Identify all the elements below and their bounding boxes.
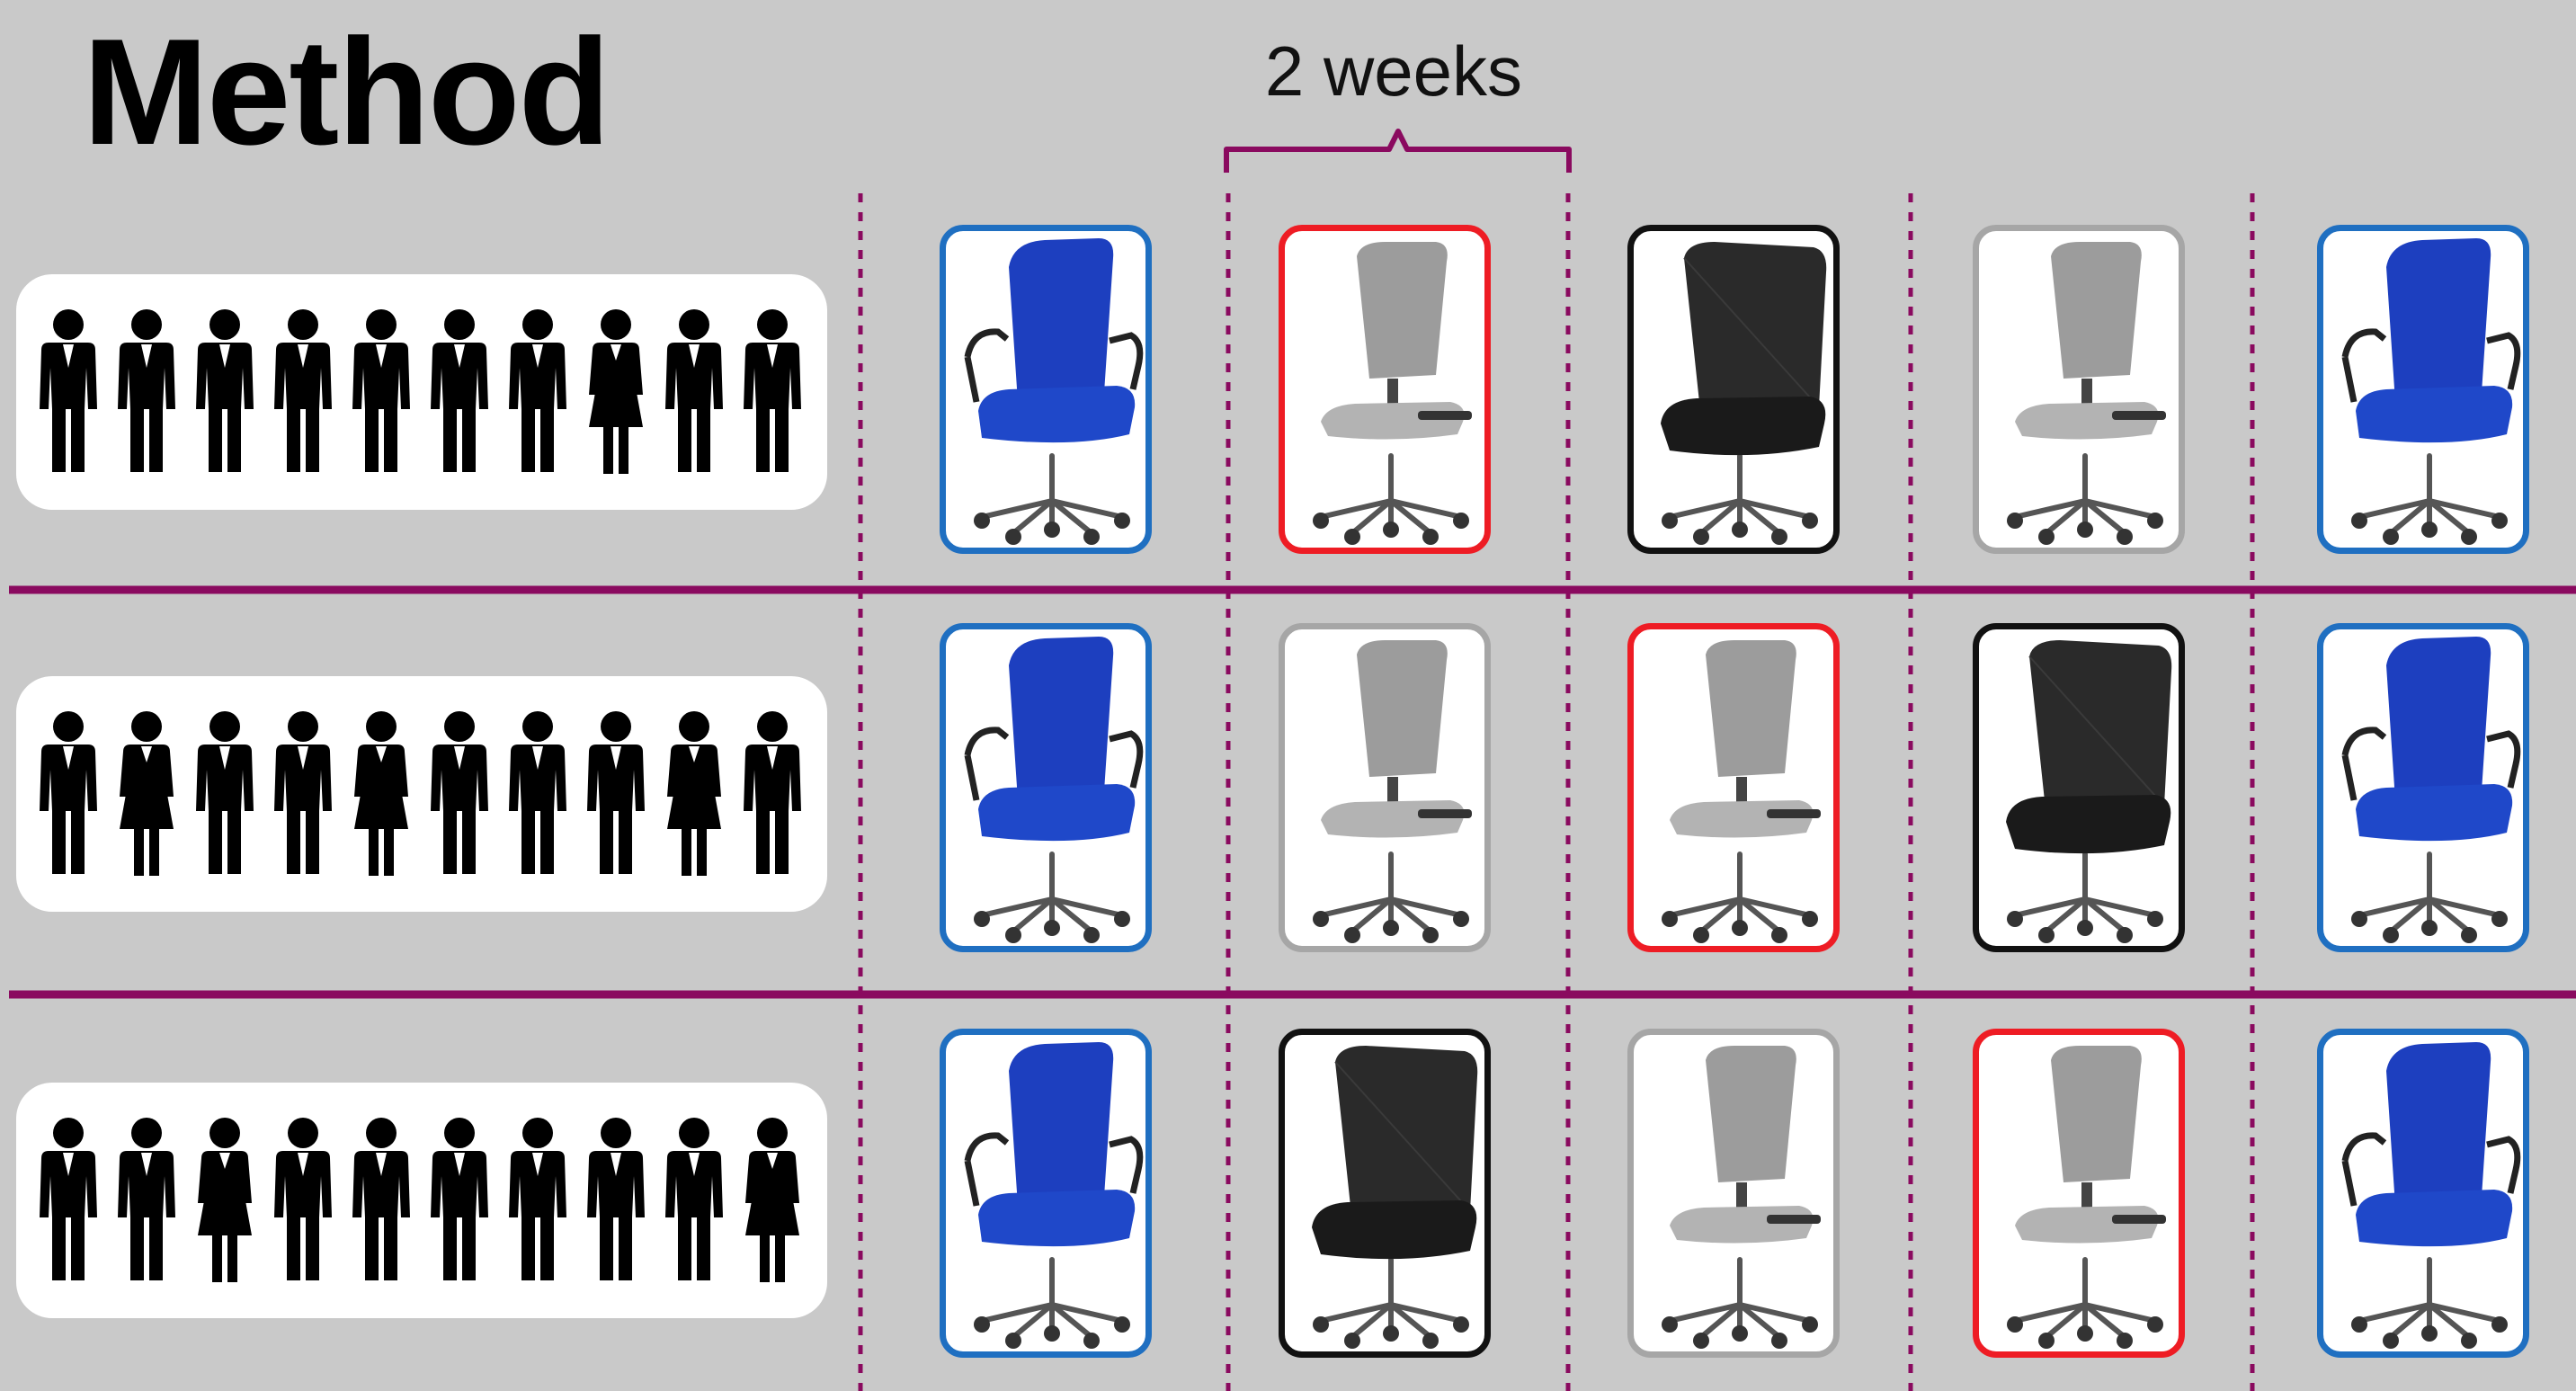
woman-icon bbox=[354, 711, 408, 876]
man-icon bbox=[196, 711, 254, 874]
man-icon bbox=[274, 711, 332, 874]
man-icon bbox=[196, 309, 254, 472]
participant-group bbox=[16, 1083, 827, 1318]
blue-chair-icon bbox=[964, 238, 1144, 545]
period-label: 2 weeks bbox=[1264, 31, 1523, 111]
man-icon bbox=[40, 1118, 97, 1280]
chair-card bbox=[940, 1029, 1152, 1358]
chair-card bbox=[1279, 1029, 1491, 1358]
man-icon bbox=[509, 711, 566, 874]
participant-group bbox=[16, 676, 827, 912]
page-title: Method bbox=[83, 7, 611, 176]
man-icon bbox=[431, 1118, 488, 1280]
gray-chair-icon bbox=[2007, 1046, 2166, 1349]
chair-card bbox=[940, 225, 1152, 554]
woman-icon bbox=[667, 711, 721, 876]
man-icon bbox=[665, 309, 723, 472]
blue-chair-icon bbox=[2341, 1042, 2521, 1349]
man-icon bbox=[352, 1118, 410, 1280]
blue-chair-icon bbox=[2341, 637, 2521, 943]
man-icon bbox=[509, 309, 566, 472]
man-icon bbox=[352, 309, 410, 472]
man-icon bbox=[744, 309, 801, 472]
man-icon bbox=[744, 711, 801, 874]
man-icon bbox=[118, 309, 175, 472]
gray-chair-icon bbox=[2007, 242, 2166, 545]
mesh-chair-icon bbox=[1312, 1046, 1478, 1349]
chair-card bbox=[1973, 1029, 2185, 1358]
man-icon bbox=[118, 1118, 175, 1280]
man-icon bbox=[274, 1118, 332, 1280]
chair-card bbox=[2317, 1029, 2529, 1358]
man-icon bbox=[431, 711, 488, 874]
woman-icon bbox=[745, 1118, 799, 1282]
man-icon bbox=[509, 1118, 566, 1280]
chair-card bbox=[1627, 225, 1840, 554]
chair-card bbox=[1627, 623, 1840, 952]
blue-chair-icon bbox=[964, 637, 1144, 943]
man-icon bbox=[587, 711, 645, 874]
blue-chair-icon bbox=[964, 1042, 1144, 1349]
man-icon bbox=[40, 309, 97, 472]
gray-chair-icon bbox=[1662, 1046, 1821, 1349]
woman-icon bbox=[589, 309, 643, 474]
chair-card bbox=[1973, 623, 2185, 952]
chair-card bbox=[1627, 1029, 1840, 1358]
chair-card bbox=[940, 623, 1152, 952]
man-icon bbox=[274, 309, 332, 472]
man-icon bbox=[665, 1118, 723, 1280]
period-bracket bbox=[1224, 129, 1572, 173]
chair-card bbox=[2317, 623, 2529, 952]
chair-card bbox=[2317, 225, 2529, 554]
chair-card bbox=[1973, 225, 2185, 554]
gray-chair-icon bbox=[1662, 640, 1821, 943]
mesh-chair-icon bbox=[2006, 640, 2172, 943]
man-icon bbox=[40, 711, 97, 874]
woman-icon bbox=[198, 1118, 252, 1282]
gray-chair-icon bbox=[1313, 640, 1472, 943]
mesh-chair-icon bbox=[1661, 242, 1827, 545]
woman-icon bbox=[120, 711, 174, 876]
gray-chair-icon bbox=[1313, 242, 1472, 545]
chair-card bbox=[1279, 623, 1491, 952]
man-icon bbox=[587, 1118, 645, 1280]
chair-card bbox=[1279, 225, 1491, 554]
man-icon bbox=[431, 309, 488, 472]
participant-group bbox=[16, 274, 827, 510]
blue-chair-icon bbox=[2341, 238, 2521, 545]
